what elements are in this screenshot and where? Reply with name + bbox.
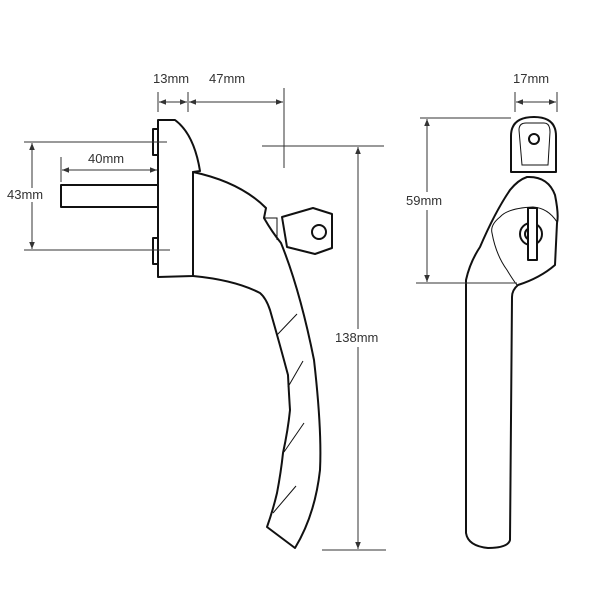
lug-recess <box>518 122 551 166</box>
lug-hole <box>528 133 540 145</box>
front-body <box>465 175 559 549</box>
side-view-handle <box>60 119 333 549</box>
label-138mm: 138mm <box>335 329 379 347</box>
key-blade <box>527 207 538 261</box>
label-43mm: 43mm <box>7 187 44 202</box>
key-notch <box>264 217 278 240</box>
label-47mm: 47mm <box>209 71 246 86</box>
grip-texture <box>272 313 305 514</box>
key-hole <box>311 224 327 240</box>
label-13mm: 13mm <box>153 71 190 86</box>
key-head <box>281 207 333 255</box>
label-40mm: 40mm <box>88 151 125 166</box>
spindle <box>60 184 159 208</box>
label-59mm: 59mm <box>406 192 443 210</box>
front-view-handle <box>465 116 559 549</box>
label-17mm: 17mm <box>513 71 550 86</box>
handle-grip <box>192 171 322 549</box>
side-view-dimensions <box>24 88 386 551</box>
